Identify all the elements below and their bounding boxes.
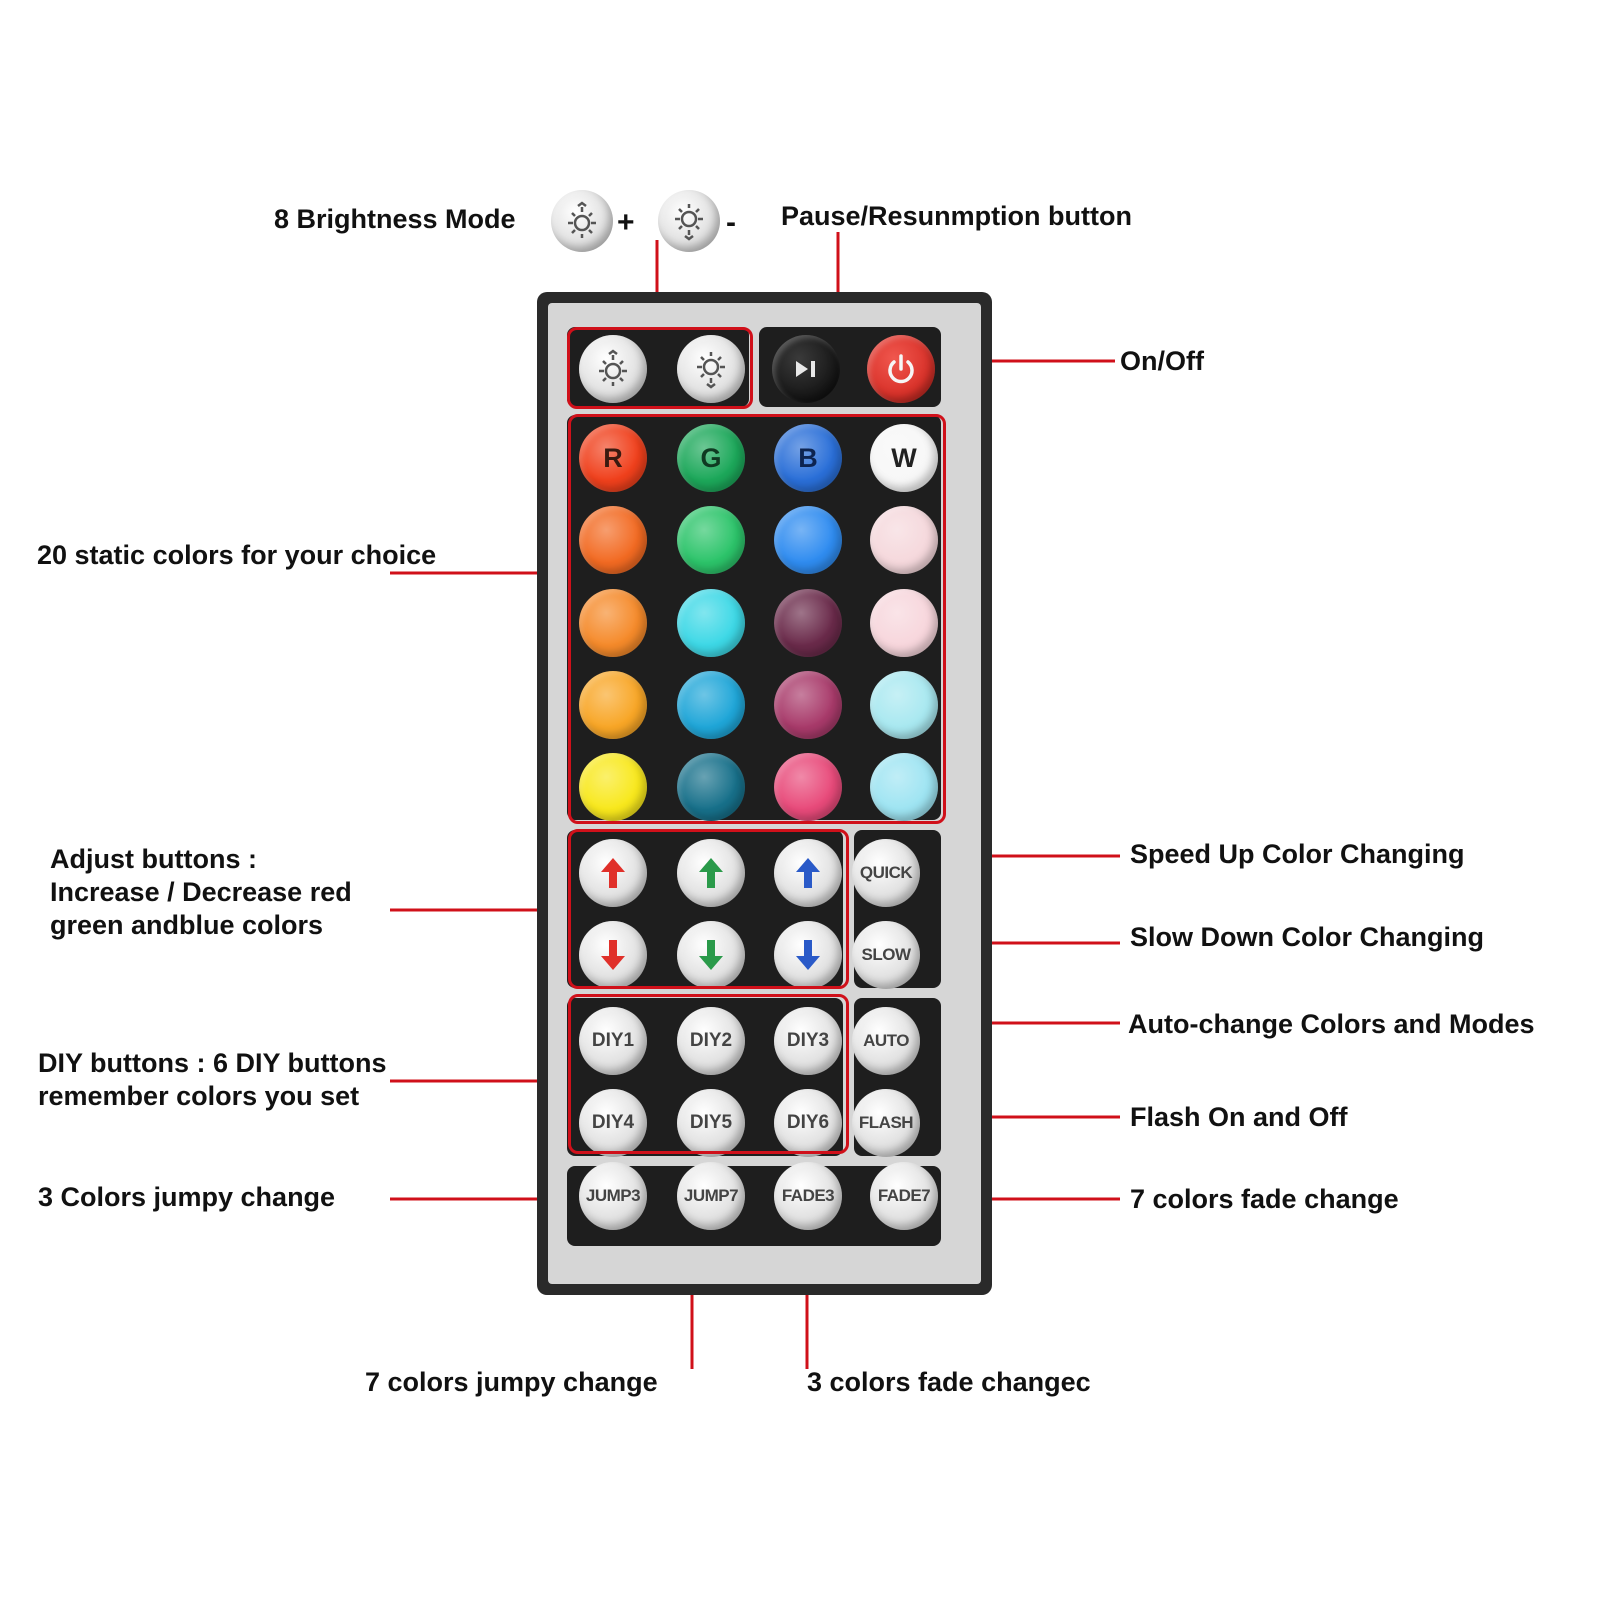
highlight-diy <box>568 994 849 1154</box>
color-button[interactable]: G <box>677 424 745 492</box>
arrow-up-icon <box>796 858 820 888</box>
brightness-up-button[interactable] <box>579 335 647 403</box>
label-static-colors: 20 static colors for your choice <box>37 540 437 570</box>
highlight-brightness <box>567 327 753 409</box>
diy-button-label: DIY6 <box>786 1112 830 1133</box>
brightness-up-callout-icon <box>551 190 613 252</box>
mode-button-quick[interactable]: QUICK <box>852 839 920 907</box>
color-button[interactable] <box>677 753 745 821</box>
label-auto: Auto-change Colors and Modes <box>1128 1009 1535 1039</box>
increase-button[interactable] <box>774 839 842 907</box>
arrow-down-icon <box>796 940 820 970</box>
diy-button-diy4[interactable]: DIY4 <box>579 1089 647 1157</box>
label-brightness-mode: 8 Brightness Mode <box>274 204 516 234</box>
effect-button-jump7[interactable]: JUMP7 <box>677 1162 745 1230</box>
diy-button-label: DIY1 <box>591 1030 635 1051</box>
diy-button-diy2[interactable]: DIY2 <box>677 1007 745 1075</box>
color-button[interactable] <box>677 671 745 739</box>
label-jump3: 3 Colors jumpy change <box>38 1182 336 1212</box>
diy-button-diy6[interactable]: DIY6 <box>774 1089 842 1157</box>
arrow-down-icon <box>601 940 625 970</box>
label-slow-down: Slow Down Color Changing <box>1130 922 1484 952</box>
color-button[interactable] <box>774 506 842 574</box>
play-pause-button[interactable] <box>772 335 840 403</box>
diy-button-label: DIY3 <box>786 1030 830 1051</box>
play-pause-icon <box>796 361 815 377</box>
diy-button-label: DIY2 <box>689 1030 733 1051</box>
color-button[interactable]: W <box>870 424 938 492</box>
color-button[interactable] <box>579 671 647 739</box>
color-button[interactable] <box>870 506 938 574</box>
color-button[interactable] <box>774 671 842 739</box>
label-fade7: 7 colors fade change <box>1130 1184 1399 1214</box>
label-jump7: 7 colors jumpy change <box>365 1367 658 1397</box>
color-button[interactable] <box>677 589 745 657</box>
color-button[interactable] <box>870 753 938 821</box>
arrow-down-icon <box>699 940 723 970</box>
highlight-colors <box>568 414 946 824</box>
mode-button-slow[interactable]: SLOW <box>852 921 920 989</box>
label-fade3: 3 colors fade changec <box>807 1367 1091 1397</box>
highlight-adjust <box>568 829 849 989</box>
sun-down-icon <box>697 352 725 389</box>
diy-button-diy1[interactable]: DIY1 <box>579 1007 647 1075</box>
color-button[interactable] <box>579 753 647 821</box>
power-button[interactable] <box>867 335 935 403</box>
effect-button-jump3[interactable]: JUMP3 <box>579 1162 647 1230</box>
increase-button[interactable] <box>677 839 745 907</box>
color-button[interactable]: R <box>579 424 647 492</box>
color-button-label: R <box>603 442 623 473</box>
decrease-button[interactable] <box>774 921 842 989</box>
label-pause: Pause/Resunmption button <box>781 201 1132 231</box>
diy-button-label: DIY4 <box>591 1112 635 1133</box>
effect-button-label: JUMP7 <box>683 1186 739 1205</box>
color-button[interactable] <box>677 506 745 574</box>
brightness-down-callout-icon <box>658 190 720 252</box>
mode-button-label: AUTO <box>863 1031 909 1050</box>
increase-button[interactable] <box>579 839 647 907</box>
brightness-down-button[interactable] <box>677 335 745 403</box>
sun-up-icon <box>599 349 627 386</box>
mode-button-auto[interactable]: AUTO <box>852 1007 920 1075</box>
color-button[interactable] <box>870 589 938 657</box>
diy-button-diy5[interactable]: DIY5 <box>677 1089 745 1157</box>
label-onoff: On/Off <box>1120 346 1204 376</box>
arrow-up-icon <box>601 858 625 888</box>
effect-button-label: JUMP3 <box>585 1186 641 1205</box>
color-button-label: G <box>700 442 722 473</box>
mode-button-label: FLASH <box>858 1113 914 1132</box>
label-diy: DIY buttons : 6 DIY buttons remember col… <box>38 1048 387 1111</box>
label-flash: Flash On and Off <box>1130 1102 1348 1132</box>
label-brightness-plus: + <box>617 206 635 239</box>
effect-button-label: FADE7 <box>877 1186 931 1205</box>
diy-button-diy3[interactable]: DIY3 <box>774 1007 842 1075</box>
mode-button-label: QUICK <box>859 863 913 882</box>
color-button-label: B <box>798 442 818 473</box>
effect-button-label: FADE3 <box>781 1186 835 1205</box>
color-button[interactable] <box>579 506 647 574</box>
label-speed-up: Speed Up Color Changing <box>1130 839 1465 869</box>
diy-button-label: DIY5 <box>689 1112 733 1133</box>
color-button[interactable] <box>579 589 647 657</box>
decrease-button[interactable] <box>677 921 745 989</box>
mode-button-label: SLOW <box>861 945 912 964</box>
decrease-button[interactable] <box>579 921 647 989</box>
label-brightness-minus: - <box>726 206 736 239</box>
effect-button-fade7[interactable]: FADE7 <box>870 1162 938 1230</box>
arrow-up-icon <box>699 858 723 888</box>
color-button[interactable] <box>870 671 938 739</box>
mode-button-flash[interactable]: FLASH <box>852 1089 920 1157</box>
power-icon <box>888 354 914 384</box>
color-button[interactable] <box>774 589 842 657</box>
label-adjust: Adjust buttons : Increase / Decrease red… <box>50 844 352 940</box>
effect-button-fade3[interactable]: FADE3 <box>774 1162 842 1230</box>
color-button[interactable]: B <box>774 424 842 492</box>
color-button-label: W <box>891 442 917 473</box>
color-button[interactable] <box>774 753 842 821</box>
